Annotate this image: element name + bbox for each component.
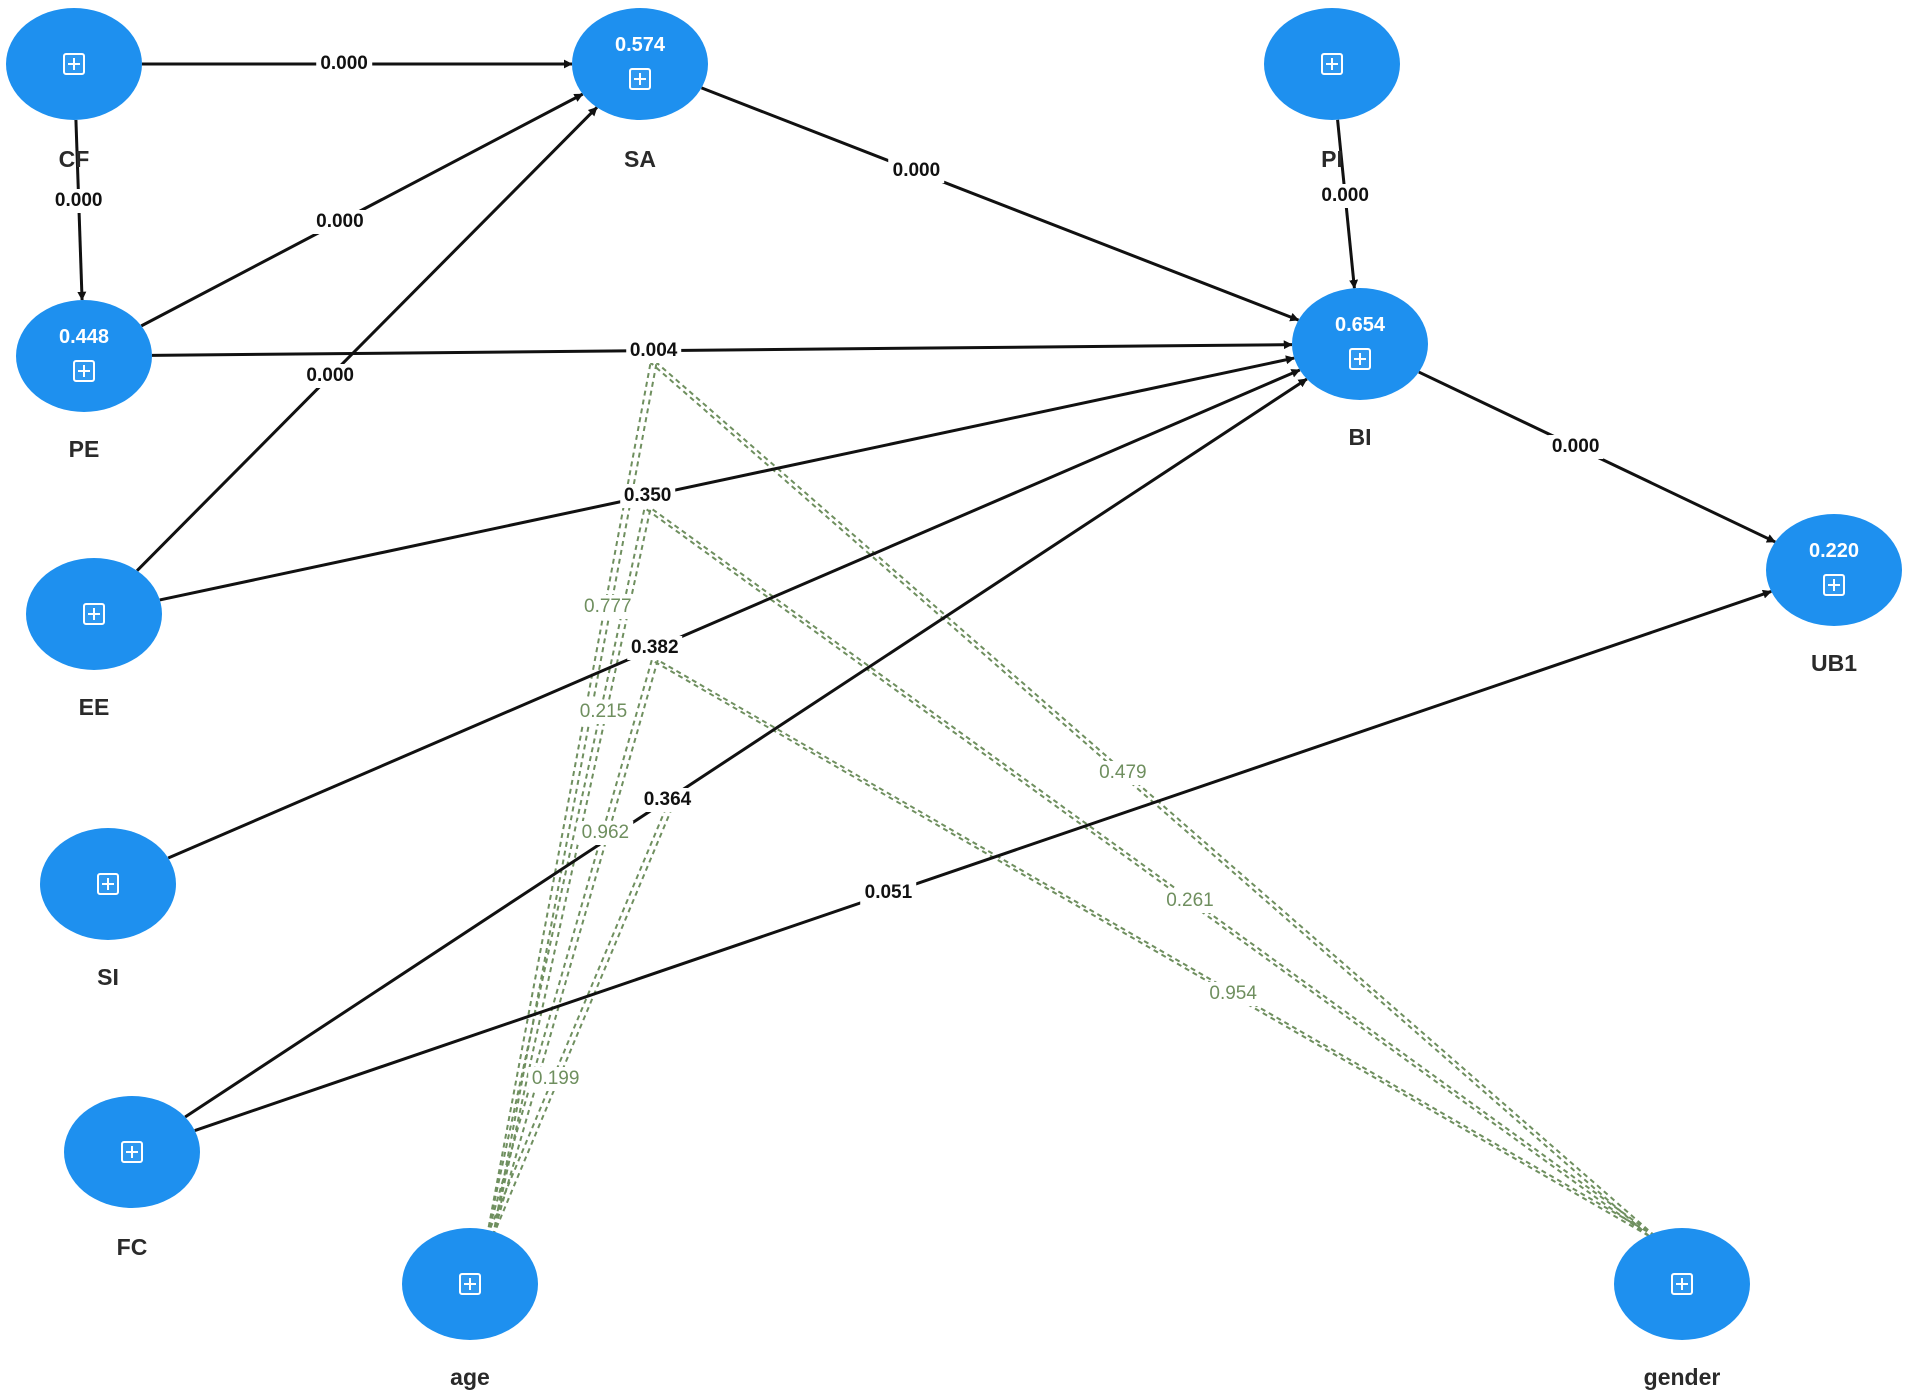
p-value-label: 0.000: [50, 188, 107, 213]
expand-icon[interactable]: [1349, 348, 1371, 370]
moderation-line-age-fc-bi[interactable]: [486, 811, 666, 1237]
construct-label-age: age: [450, 1364, 490, 1390]
construct-sa[interactable]: 0.574: [572, 8, 708, 120]
construct-gender[interactable]: [1614, 1228, 1750, 1340]
path-ee-bi[interactable]: [159, 355, 1295, 602]
moderation-p-value-label: 0.962: [577, 820, 634, 845]
p-value-label: 0.000: [302, 364, 358, 389]
moderation-line-age-ee-bi[interactable]: [492, 507, 652, 1237]
expand-icon[interactable]: [1823, 574, 1845, 596]
construct-label-ub1: UB1: [1810, 650, 1857, 676]
construct-cf[interactable]: [6, 8, 142, 120]
construct-pe[interactable]: 0.448: [16, 300, 152, 412]
moderation-p-value-label: 0.261: [1162, 889, 1218, 914]
path-fc-bi[interactable]: [184, 377, 1308, 1119]
moderation-line-age-si-bi[interactable]: [486, 659, 653, 1237]
construct-label-si: SI: [97, 964, 119, 990]
expand-icon[interactable]: [121, 1141, 143, 1163]
moderation-line-age-pe-bi[interactable]: [486, 362, 652, 1237]
moderation-line-age-si-bi[interactable]: [492, 659, 659, 1237]
moderation-line-gender-ee-bi[interactable]: [650, 507, 1656, 1237]
moderation-line-age-ee-bi[interactable]: [486, 507, 646, 1237]
construct-pi[interactable]: [1264, 8, 1400, 120]
p-value-label: 0.000: [888, 159, 945, 184]
construct-age[interactable]: [402, 1228, 538, 1340]
moderation-line-age-pe-bi[interactable]: [492, 362, 658, 1237]
construct-label-ee: EE: [78, 694, 110, 720]
r-squared-value: 0.448: [58, 326, 110, 348]
expand-icon[interactable]: [1321, 53, 1343, 75]
moderation-p-value-label: 0.215: [575, 699, 632, 724]
r-squared-value: 0.654: [1334, 314, 1386, 336]
path-fc-ub1[interactable]: [194, 589, 1772, 1132]
p-value-label: 0.000: [312, 209, 368, 234]
moderation-line-age-fc-bi[interactable]: [492, 811, 672, 1237]
construct-label-pi: PI: [1321, 146, 1343, 172]
construct-label-gender: gender: [1643, 1364, 1721, 1390]
construct-label-fc: FC: [116, 1234, 148, 1260]
p-value-label: 0.350: [619, 483, 676, 508]
moderation-p-value-label: 0.954: [1205, 982, 1261, 1007]
construct-ub1[interactable]: 0.220: [1766, 514, 1902, 626]
construct-si[interactable]: [40, 828, 176, 940]
expand-icon[interactable]: [73, 360, 95, 382]
expand-icon[interactable]: [83, 603, 105, 625]
construct-label-pe: PE: [68, 436, 100, 462]
p-value-label: 0.051: [860, 881, 917, 906]
r-squared-value: 0.220: [1808, 540, 1860, 562]
moderation-p-value-label: 0.479: [1095, 761, 1151, 786]
expand-icon[interactable]: [459, 1273, 481, 1295]
path-sa-bi[interactable]: [700, 86, 1300, 322]
moderation-line-gender-si-bi[interactable]: [651, 659, 1650, 1237]
expand-icon[interactable]: [97, 873, 119, 895]
moderation-line-gender-ee-bi[interactable]: [644, 507, 1650, 1237]
construct-label-sa: SA: [624, 146, 656, 172]
p-value-label: 0.000: [1547, 434, 1604, 459]
moderation-line-gender-pe-bi[interactable]: [649, 361, 1650, 1237]
p-value-label: 0.004: [625, 338, 682, 363]
path-ee-sa[interactable]: [135, 106, 599, 572]
moderation-p-value-label: 0.777: [580, 595, 636, 620]
path-si-bi[interactable]: [167, 368, 1301, 860]
construct-fc[interactable]: [64, 1096, 200, 1208]
construct-bi[interactable]: 0.654: [1292, 288, 1428, 400]
r-squared-value: 0.574: [614, 34, 666, 56]
expand-icon[interactable]: [63, 53, 85, 75]
construct-label-cf: CF: [58, 146, 90, 172]
path-pe-bi[interactable]: [151, 340, 1293, 357]
p-value-label: 0.000: [316, 52, 372, 76]
expand-icon[interactable]: [1671, 1273, 1693, 1295]
construct-ee[interactable]: [26, 558, 162, 670]
moderation-line-gender-si-bi[interactable]: [657, 659, 1656, 1237]
p-value-label: 0.364: [639, 787, 696, 812]
p-value-label: 0.382: [627, 636, 683, 661]
moderation-p-value-label: 0.199: [527, 1066, 584, 1091]
expand-icon[interactable]: [629, 68, 651, 90]
construct-label-bi: BI: [1348, 424, 1372, 450]
p-value-label: 0.000: [1317, 183, 1373, 208]
moderation-line-gender-pe-bi[interactable]: [655, 361, 1656, 1237]
